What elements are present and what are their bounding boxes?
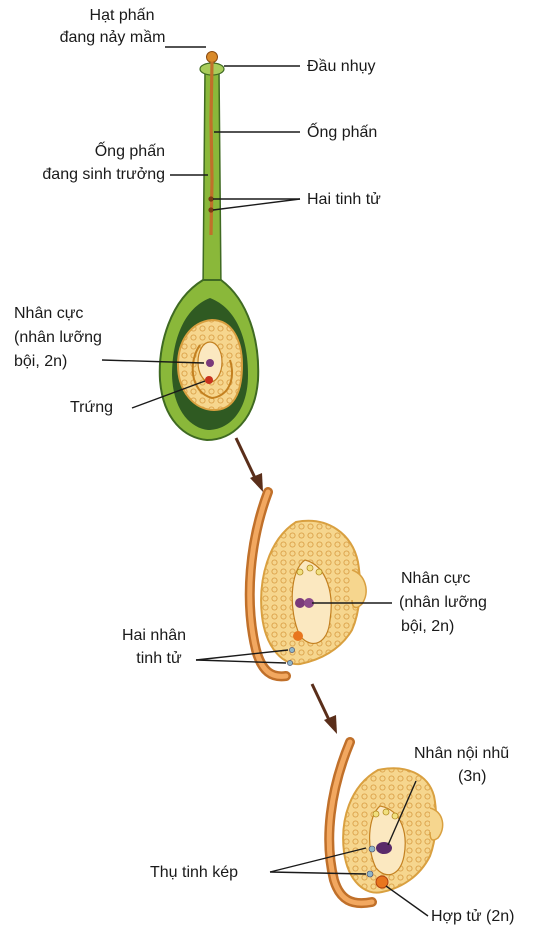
label-endosperm-nucleus-line2: (3n) (458, 767, 486, 786)
label-polar-nuclei-2-line2: (nhân lưỡng (399, 593, 487, 612)
sperm-cell-2 (208, 207, 213, 212)
pollen-grain (207, 52, 218, 63)
label-two-sperm-nuclei-line2: tinh tử (114, 649, 204, 668)
label-growing-tube-line1: Ống phấn (30, 142, 165, 161)
label-pollen-line1: Hạt phấn (72, 6, 172, 25)
label-zygote: Hợp tử (2n) (431, 907, 514, 926)
label-two-sperm-nuclei-line1: Hai nhân (104, 626, 204, 645)
label-double-fertilization: Thụ tinh kép (150, 863, 238, 882)
label-polar-nuclei-1-line3: bội, 2n) (14, 352, 67, 371)
label-pollen-line2: đang nảy mầm (55, 28, 170, 47)
label-endosperm-nucleus-line1: Nhân nội nhũ (414, 744, 509, 763)
egg-cell (205, 376, 213, 384)
polar-nuclei (206, 359, 214, 367)
label-pollen-tube: Ống phấn (307, 123, 377, 142)
label-polar-nuclei-2-line1: Nhân cực (401, 569, 470, 588)
sperm-cell-1 (208, 196, 213, 201)
label-polar-nuclei-1-line2: (nhân lưỡng (14, 328, 102, 347)
ovule-stage-2 (250, 492, 366, 676)
arrow-2 (312, 684, 337, 734)
label-two-sperm: Hai tinh tử (307, 190, 381, 209)
arrow-1 (236, 438, 263, 492)
polar-nucleus-left (295, 598, 305, 608)
label-stigma: Đầu nhụy (307, 57, 376, 76)
label-growing-tube-line2: đang sinh trưởng (10, 165, 165, 184)
label-egg: Trứng (70, 398, 113, 417)
label-polar-nuclei-1-line1: Nhân cực (14, 304, 83, 323)
endosperm-nucleus (376, 842, 392, 854)
label-polar-nuclei-2-line3: bội, 2n) (401, 617, 454, 636)
